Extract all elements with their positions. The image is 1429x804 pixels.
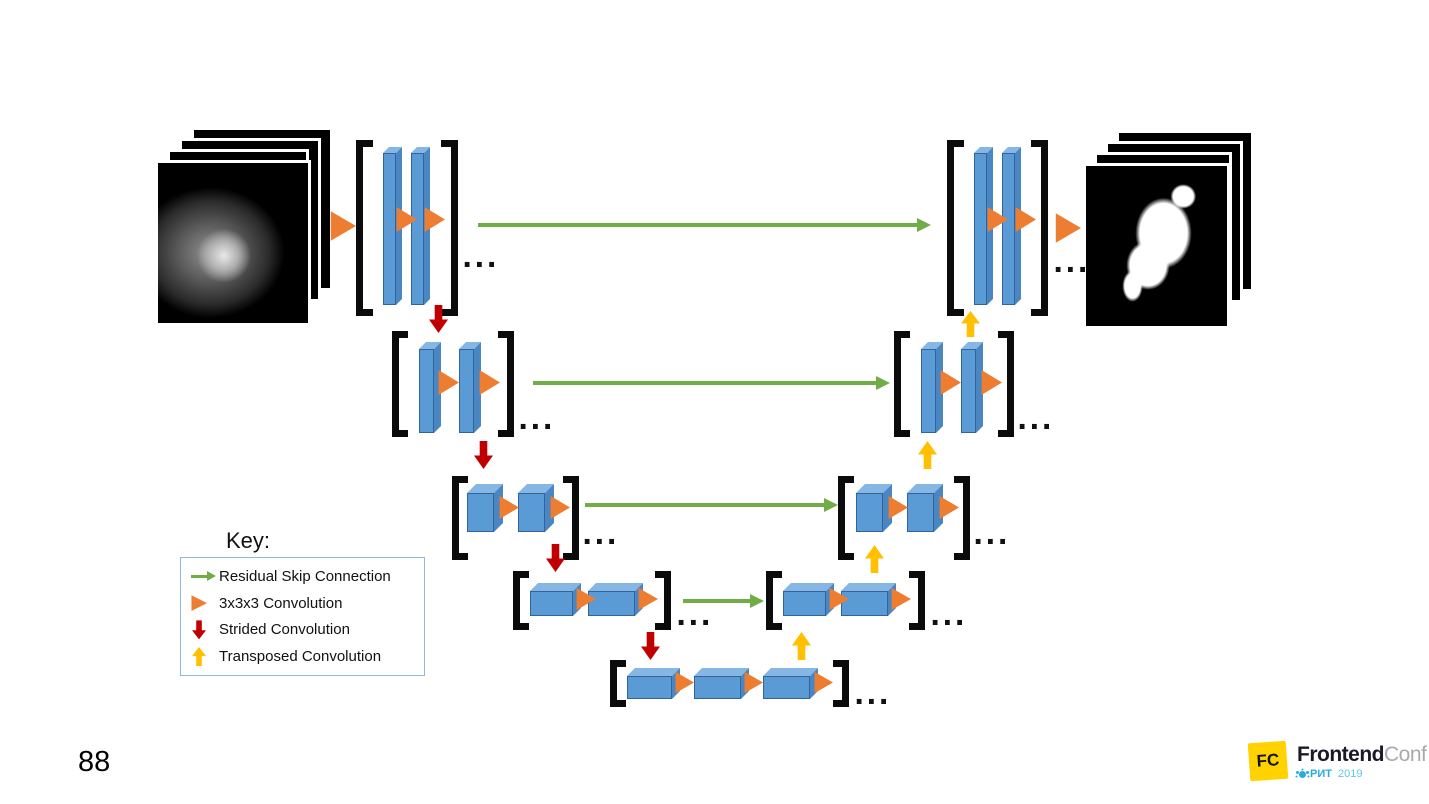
key-item-label: Residual Skip Connection <box>219 567 391 585</box>
event-name: РИТ <box>1310 768 1332 780</box>
key-item-label: Transposed Convolution <box>219 648 382 666</box>
conv-triangle-icon <box>675 671 694 694</box>
feature-map-slab <box>627 668 680 699</box>
feature-map-bar <box>961 342 983 433</box>
feature-map-cube <box>467 484 503 532</box>
feature-map-cube <box>518 484 554 532</box>
bracket-open <box>513 571 529 630</box>
brand-light: Conf <box>1383 743 1427 766</box>
bracket-open <box>947 140 964 316</box>
page-number: 88 <box>78 746 111 778</box>
key-item: 3x3x3 Convolution <box>187 591 418 615</box>
ellipsis: ... <box>1053 248 1090 279</box>
output-image-stack <box>1086 133 1261 331</box>
conv-triangle-icon <box>814 671 833 694</box>
key-item-label: Strided Convolution <box>219 621 350 639</box>
key-item: Residual Skip Connection <box>187 564 418 588</box>
transposed-conv-arrow-icon <box>792 632 811 660</box>
bracket-open <box>356 140 373 316</box>
bracket-open <box>452 476 468 560</box>
bracket-open <box>766 571 782 630</box>
bracket-close <box>498 331 514 437</box>
feature-map-slab <box>694 668 749 699</box>
ellipsis: ... <box>518 405 555 436</box>
feature-map-bar <box>921 342 943 433</box>
brand-name: FrontendConf <box>1297 743 1427 767</box>
fc-badge: FC <box>1247 740 1289 782</box>
strided-conv-arrow-icon <box>641 632 660 660</box>
bracket-close <box>833 660 849 707</box>
bracket-close <box>655 571 671 630</box>
conv-triangle-icon <box>1055 213 1081 243</box>
transposed-conv-arrow-icon <box>865 545 884 573</box>
ellipsis: ... <box>973 520 1010 551</box>
orange-conv-triangle-icon <box>187 595 211 612</box>
green-skip-arrow-icon <box>187 570 216 581</box>
yellow-transposed-arrow-icon <box>187 647 211 666</box>
skip-connection-arrow-level-2 <box>533 376 890 390</box>
segmentation-mask-image <box>1086 166 1227 326</box>
bracket-close <box>998 331 1014 437</box>
conv-triangle-icon <box>940 370 961 395</box>
bracket-close <box>563 476 579 560</box>
bracket-close <box>441 140 458 316</box>
ellipsis: ... <box>462 243 499 274</box>
skip-connection-arrow-level-3 <box>585 498 838 512</box>
red-strided-arrow-icon <box>187 620 211 640</box>
bracket-open <box>392 331 408 437</box>
feature-map-slab <box>763 668 818 699</box>
bracket-open <box>610 660 626 707</box>
conv-triangle-icon <box>330 211 356 241</box>
transposed-conv-arrow-icon <box>918 441 937 469</box>
ellipsis: ... <box>930 601 967 632</box>
event-badge: РИТ 2019 <box>1299 768 1362 780</box>
key-item: Transposed Convolution <box>187 645 418 669</box>
conv-triangle-icon <box>479 370 500 395</box>
conv-triangle-icon <box>499 496 519 519</box>
feature-map-bar <box>419 342 441 433</box>
bracket-close <box>1031 140 1048 316</box>
key-title: Key: <box>226 528 271 553</box>
bracket-close <box>954 476 970 560</box>
ellipsis: ... <box>854 680 891 711</box>
feature-map-bar <box>459 342 481 433</box>
feature-map-slab <box>783 583 834 616</box>
feature-map-slab <box>530 583 581 616</box>
bracket-open <box>838 476 854 560</box>
spider-icon <box>1299 770 1306 778</box>
conv-triangle-icon <box>891 587 911 611</box>
key-item-label: 3x3x3 Convolution <box>219 594 343 612</box>
ellipsis: ... <box>1017 405 1054 436</box>
mri-image <box>158 163 308 323</box>
conv-triangle-icon <box>744 671 763 694</box>
brand-bold: Frontend <box>1297 743 1384 766</box>
input-image-stack <box>158 130 333 328</box>
conv-triangle-icon <box>888 496 908 519</box>
strided-conv-arrow-icon <box>474 441 493 469</box>
key-panel: Residual Skip Connection 3x3x3 Convoluti… <box>180 557 425 676</box>
bracket-open <box>894 331 910 437</box>
event-year: 2019 <box>1337 768 1363 780</box>
feature-map-slab <box>841 583 896 616</box>
ellipsis: ... <box>676 601 713 632</box>
feature-map-cube <box>856 484 892 532</box>
key-item: Strided Convolution <box>187 618 418 642</box>
conv-triangle-icon <box>438 370 459 395</box>
ellipsis: ... <box>582 520 619 551</box>
feature-map-cube <box>907 484 943 532</box>
skip-connection-arrow-level-1 <box>478 218 931 232</box>
feature-map-slab <box>588 583 643 616</box>
skip-connection-arrow-level-4 <box>683 594 764 608</box>
bracket-close <box>909 571 925 630</box>
